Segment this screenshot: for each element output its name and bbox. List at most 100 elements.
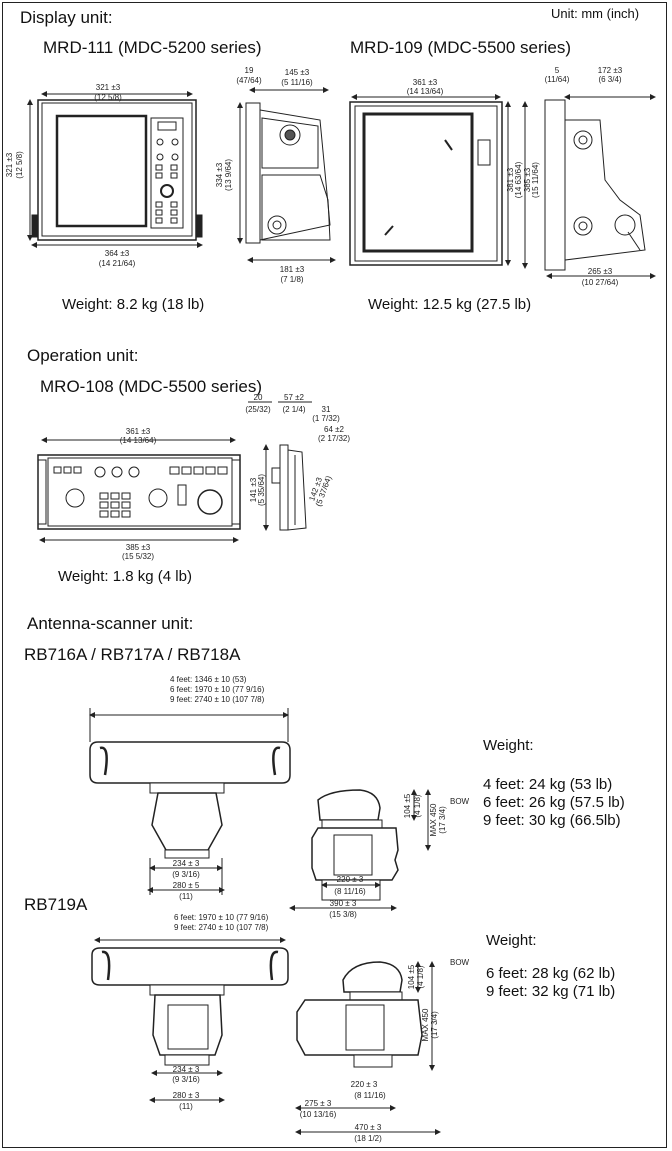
operation-unit-heading: Operation unit:: [27, 346, 139, 365]
mrd111-weight: Weight: 8.2 kg (18 lb): [62, 296, 205, 313]
rb716-weight-6ft: 6 feet: 26 kg (57.5 lb): [483, 794, 625, 811]
mrd111-front-drawing: [27, 91, 203, 248]
mrd109-dim-h1-in: (14 63/64): [514, 161, 523, 198]
rb719-dim-b275-in: (10 13/16): [300, 1110, 337, 1119]
rb716-len-4ft: 4 feet: 1346 ± 10 (53): [170, 675, 247, 684]
mrd109-dim-h2-in: (15 11/64): [531, 162, 540, 198]
rb719-dim-h104: 104 ±5: [407, 964, 416, 989]
rb716-weight-4ft: 4 feet: 24 kg (53 lb): [483, 776, 613, 793]
mrd111-dim-hleft: 321 ±3: [5, 152, 14, 177]
mro108-dim-h-in: (5 35/64): [257, 474, 266, 506]
mro108-dim-wbottom-in: (15 5/32): [122, 552, 154, 561]
unit-note: Unit: mm (inch): [551, 6, 640, 21]
mrd109-side-drawing: [544, 94, 656, 279]
mrd109-dim-sidebottom-in: (10 27/64): [582, 278, 619, 287]
mro108-dim-wtop: 361 ±3: [126, 427, 151, 436]
rb716-dim-h104: 104 ±5: [403, 793, 412, 818]
rb716-len-6ft: 6 feet: 1970 ± 10 (77 9/16): [170, 685, 265, 694]
rb719-dim-b280: 280 ± 3: [173, 1091, 200, 1100]
mro108-dim-h: 141 ±3: [249, 477, 258, 502]
mrd111-dim-wtop: 321 ±3: [96, 83, 121, 92]
mrd109-dim-sidetop-in: (11/64): [545, 75, 570, 84]
rb716-weight-title: Weight:: [483, 737, 534, 754]
rb719-dim-b470: 470 ± 3: [355, 1123, 382, 1132]
rb716-dim-b280-in: (11): [179, 892, 193, 901]
rb716-len-9ft: 9 feet: 2740 ± 10 (107 7/8): [170, 695, 265, 704]
rb716-weight-list: 4 feet: 24 kg (53 lb) 6 feet: 26 kg (57.…: [483, 776, 625, 830]
mro108-dim-d4-in: (2 17/32): [318, 434, 350, 443]
mro108-dim-wbottom: 385 ±3: [126, 543, 151, 552]
rb719-dim-b220: 220 ± 3: [351, 1080, 378, 1089]
rb719-weight-6ft: 6 feet: 28 kg (62 lb): [486, 965, 616, 982]
mrd109-dim-h1: 381 ±3: [506, 167, 515, 192]
mrd109-dim-sidedepth-in: (6 3/4): [598, 75, 621, 84]
mro108-weight: Weight: 1.8 kg (4 lb): [58, 568, 192, 585]
rb719-weight-9ft: 9 feet: 32 kg (71 lb): [486, 983, 616, 1000]
mrd111-dim-wbottom: 364 ±3: [105, 249, 130, 258]
mrd111-dim-wtop-in: (12 5/8): [94, 93, 122, 102]
mro108-side-drawing: [248, 401, 312, 531]
mrd109-front-drawing: [349, 94, 528, 269]
mrd111-dim-sidebottom: 181 ±3: [280, 265, 305, 274]
mrd111-model-label: MRD-111 (MDC-5200 series): [43, 38, 262, 57]
rb719-weight-list: 6 feet: 28 kg (62 lb) 9 feet: 32 kg (71 …: [486, 965, 615, 1001]
mrd109-dim-wtop-in: (14 13/64): [407, 87, 444, 96]
mro108-dim-d4: 64 ±2: [324, 425, 345, 434]
rb716-dim-max-in: (17 3/4): [438, 806, 447, 834]
mro108-dim-d2-in: (2 1/4): [282, 405, 305, 414]
rb719-dim-b234-in: (9 3/16): [172, 1075, 200, 1084]
rb719-front-drawing: [91, 937, 289, 1103]
rb719-len-6ft: 6 feet: 1970 ± 10 (77 9/16): [174, 913, 269, 922]
mrd109-dim-h2: 385 ±3: [523, 167, 532, 192]
mro108-dim-d1-in: (25/32): [245, 405, 271, 414]
rb719-dim-b470-in: (18 1/2): [354, 1134, 382, 1143]
rb719-dim-max: MAX 450: [421, 1008, 430, 1041]
rb719-weight-title: Weight:: [486, 932, 537, 949]
mrd111-dim-sideh-in: (13 9/64): [224, 159, 233, 191]
rb716-dim-b280: 280 ± 5: [173, 881, 200, 890]
rb716-model-label: RB716A / RB717A / RB718A: [24, 645, 241, 664]
rb719-side-drawing: [295, 961, 441, 1135]
mro108-dim-d2: 57 ±2: [284, 393, 305, 402]
rb719-dim-b275: 275 ± 3: [305, 1099, 332, 1108]
mro108-dim-d3-in: (1 7/32): [312, 414, 340, 423]
mrd109-dim-sidedepth: 172 ±3: [598, 66, 623, 75]
rb716-dim-b390: 390 ± 3: [330, 899, 357, 908]
mrd111-dim-sideh: 334 ±3: [215, 162, 224, 187]
rb716-dim-b220: 220 ± 3: [337, 875, 364, 884]
mro108-dim-wtop-in: (14 13/64): [120, 436, 157, 445]
mro108-front-drawing: [37, 437, 241, 543]
rb716-dim-b390-in: (15 3/8): [329, 910, 357, 919]
mro108-model-label: MRO-108 (MDC-5500 series): [40, 377, 262, 396]
rb719-model-label: RB719A: [24, 895, 88, 914]
mrd111-dim-sidetop: 19: [245, 66, 254, 75]
mrd109-dim-sidetop: 5: [555, 66, 560, 75]
mrd111-dim-sidetop-in: (47/64): [236, 76, 262, 85]
rb719-dim-b234: 234 ± 3: [173, 1065, 200, 1074]
rb716-weight-9ft: 9 feet: 30 kg (66.5lb): [483, 812, 621, 829]
mrd111-dim-hleft-in: (12 5/8): [15, 151, 24, 179]
rb719-len-9ft: 9 feet: 2740 ± 10 (107 7/8): [174, 923, 269, 932]
mrd109-dim-wtop: 361 ±3: [413, 78, 438, 87]
rb719-dim-b220-in: (8 11/16): [354, 1091, 386, 1100]
mrd111-side-drawing: [237, 87, 336, 263]
mro108-dim-d1: 20: [254, 393, 263, 402]
mrd109-model-label: MRD-109 (MDC-5500 series): [350, 38, 572, 57]
antenna-unit-heading: Antenna-scanner unit:: [27, 614, 194, 633]
rb719-bow-label: BOW: [450, 958, 470, 967]
rb716-dim-b234-in: (9 3/16): [172, 870, 200, 879]
mrd111-dim-sidebottom-in: (7 1/8): [280, 275, 303, 284]
rb716-dim-max: MAX 450: [429, 803, 438, 836]
rb716-dim-b220-in: (8 11/16): [334, 887, 366, 896]
mrd111-dim-wbottom-in: (14 21/64): [99, 259, 136, 268]
mro108-dim-d3: 31: [322, 405, 331, 414]
display-unit-heading: Display unit:: [20, 8, 113, 27]
rb719-dim-h104-in: (4 1/8): [416, 965, 425, 988]
mrd111-dim-sidedepth-in: (5 11/16): [281, 78, 313, 87]
rb716-side-drawing: [289, 789, 431, 911]
mrd111-dim-sidedepth: 145 ±3: [285, 68, 310, 77]
mrd109-dim-sidebottom: 265 ±3: [588, 267, 613, 276]
rb716-dim-h104-in: (4 1/8): [413, 794, 422, 817]
